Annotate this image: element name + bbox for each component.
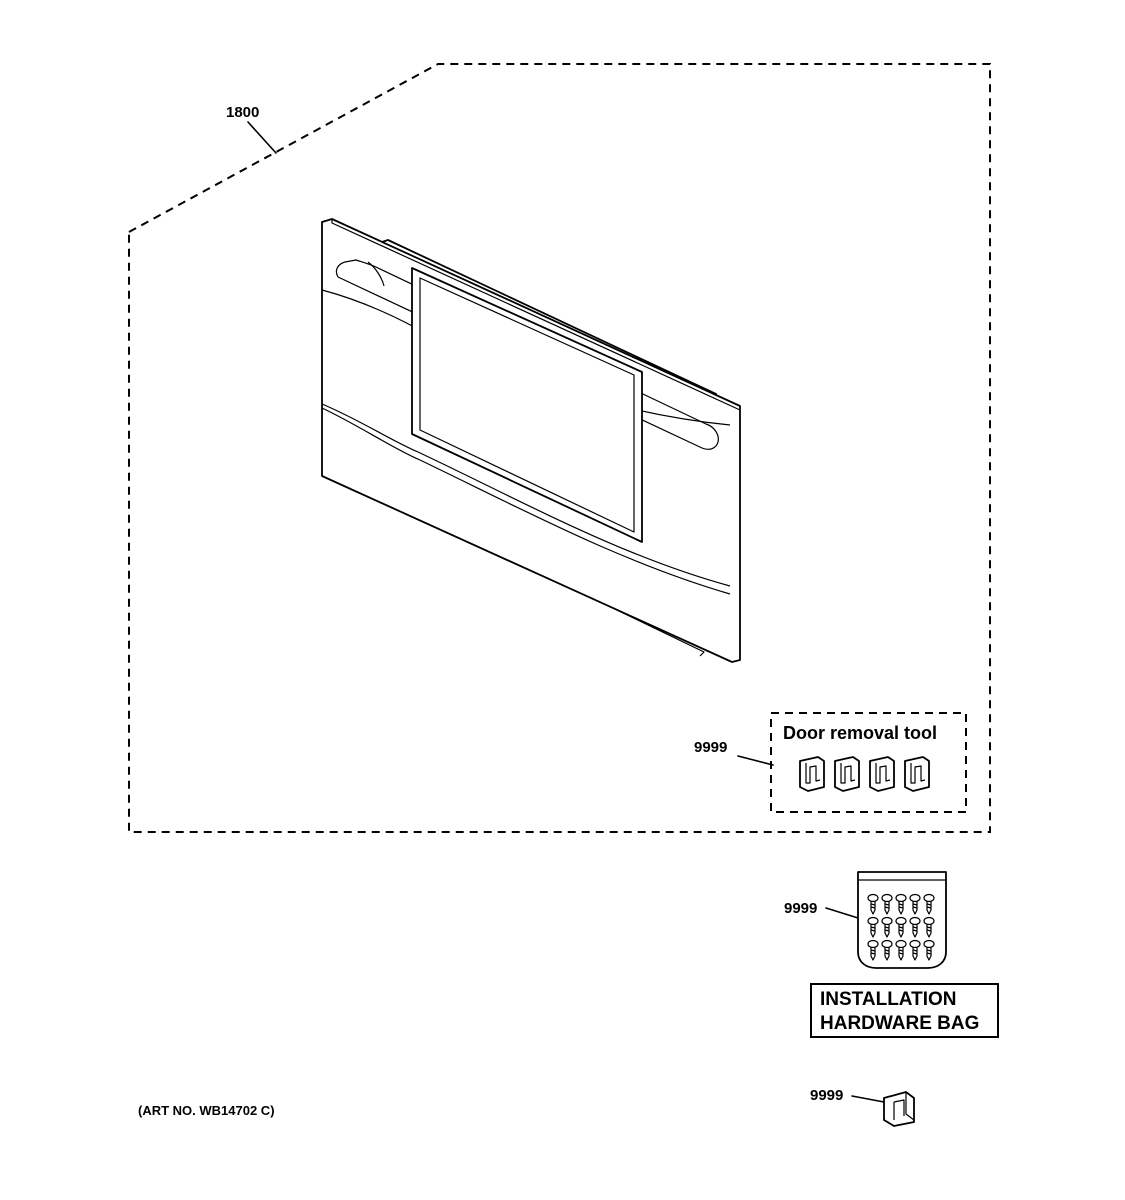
leader-1800 <box>247 121 277 154</box>
callout-hardware-bag: 9999 <box>784 900 817 917</box>
door-removal-tool-box <box>770 712 967 813</box>
screw-icon <box>867 893 879 915</box>
hardware-bag-label-box <box>810 983 999 1038</box>
art-number: (ART NO. WB14702 C) <box>138 1103 275 1118</box>
hardware-bag-label-line2: HARDWARE BAG <box>820 1013 979 1034</box>
kit-boundary <box>128 63 991 833</box>
oven-door-icon <box>321 218 741 663</box>
hardware-bag-icon <box>857 871 947 969</box>
door-removal-tool-icon <box>799 756 930 792</box>
callout-door-tool: 9999 <box>694 739 727 756</box>
leader-hardware-bag <box>825 907 859 919</box>
callout-clip: 9999 <box>810 1087 843 1104</box>
leader-clip <box>851 1095 885 1103</box>
door-removal-tool-caption: Door removal tool <box>783 723 937 743</box>
leader-door-tool <box>737 755 774 766</box>
callout-1800: 1800 <box>226 104 259 121</box>
hardware-bag-label-line1: INSTALLATION <box>820 989 957 1010</box>
clip-icon <box>883 1091 915 1127</box>
